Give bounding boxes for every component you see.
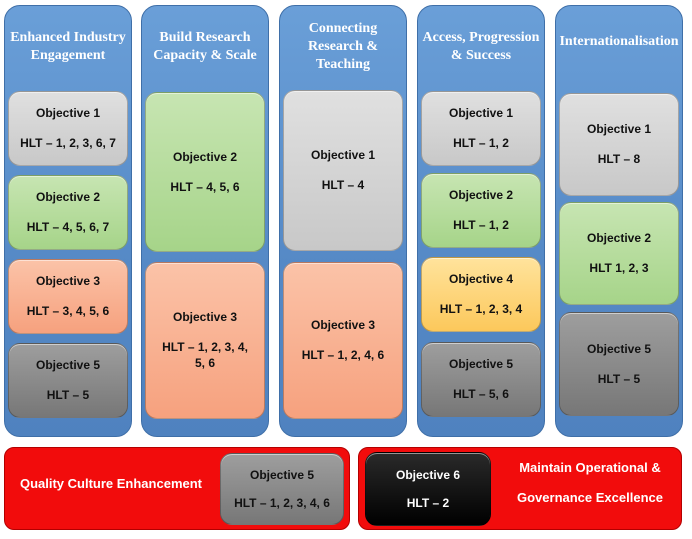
objective-box: Objective 2 HLT – 4, 5, 6 [145,92,265,252]
column-research-capacity: Build Research Capacity & Scale Objectiv… [141,5,269,437]
hlt-label: HLT – 8 [597,152,641,166]
hlt-label: HLT – 4, 5, 6 [170,179,240,194]
column-internationalisation: Internationalisation Objective 1 HLT – 8… [555,5,683,437]
column-title: Access, Progression & Success [422,30,540,63]
hlt-label: HLT – 3, 4, 5, 6 [26,304,110,318]
objective-box: Objective 5 HLT – 1, 2, 3, 4, 6 [220,453,344,525]
objective-label: Objective 4 [448,272,514,286]
objective-box: Objective 3 HLT – 3, 4, 5, 6 [8,259,128,334]
column-title: Internationalisation [559,34,679,49]
objective-label: Objective 1 [310,148,376,162]
objective-box: Objective 2 HLT 1, 2, 3 [559,202,679,305]
hlt-label: HLT – 1, 2, 4, 6 [301,348,385,362]
objective-label: Objective 1 [448,106,514,120]
objective-box: Objective 6 HLT – 2 [365,452,491,526]
hlt-label: HLT – 1, 2, 3, 4 [439,302,523,316]
quality-culture-label: Quality Culture Enhancement [19,476,203,491]
objective-label: Objective 1 [586,122,652,136]
governance-label-line1: Maintain Operational & [519,460,661,475]
objective-box: Objective 4 HLT – 1, 2, 3, 4 [421,257,541,332]
objective-label: Objective 3 [35,274,101,288]
objective-box: Objective 5 HLT – 5 [8,343,128,418]
objective-label: Objective 2 [448,188,514,202]
objective-box: Objective 1 HLT – 8 [559,93,679,196]
objective-label: Objective 3 [172,310,238,324]
objective-box: Objective 1 HLT – 1, 2 [421,91,541,166]
hlt-label: HLT – 1, 2 [453,136,509,150]
objective-box: Objective 3 HLT – 1, 2, 3, 4, 5, 6 [145,262,265,419]
objective-label: Objective 2 [586,231,652,245]
hlt-label: HLT – 4, 5, 6, 7 [26,220,110,234]
hlt-label: HLT – 5, 6 [453,387,509,401]
column-title: Connecting Research & Teaching [307,21,379,72]
objective-label: Objective 5 [448,357,514,371]
column-title: Build Research Capacity & Scale [153,30,257,63]
hlt-label: HLT – 1, 2, 3, 6, 7 [20,136,116,150]
objective-box: Objective 1 HLT – 1, 2, 3, 6, 7 [8,91,128,166]
hlt-label: HLT – 4 [321,178,365,192]
objective-label: Objective 5 [249,467,315,482]
hlt-label: HLT – 2 [406,495,450,510]
quality-culture-bar: Quality Culture Enhancement Objective 5 … [4,447,350,530]
hlt-label: HLT – 1, 2, 3, 4, 5, 6 [162,340,248,370]
column-research-teaching: Connecting Research & Teaching Objective… [279,5,407,437]
objective-label: Objective 2 [172,149,238,164]
governance-label-line2: Governance Excellence [517,490,663,505]
objective-box: Objective 2 HLT – 1, 2 [421,173,541,248]
column-access-progression: Access, Progression & Success Objective … [417,5,545,437]
objective-box: Objective 2 HLT – 4, 5, 6, 7 [8,175,128,250]
objective-label: Objective 5 [586,341,652,356]
objective-label: Objective 3 [310,318,376,332]
objective-box: Objective 3 HLT – 1, 2, 4, 6 [283,262,403,419]
objective-box: Objective 1 HLT – 4 [283,90,403,251]
hlt-label: HLT – 1, 2 [453,218,509,232]
column-industry-engagement: Enhanced Industry Engagement Objective 1… [4,5,132,437]
hlt-label: HLT – 5 [46,388,90,402]
hlt-label: HLT 1, 2, 3 [589,261,649,275]
column-title: Enhanced Industry Engagement [10,30,126,63]
hlt-label: HLT – 1, 2, 3, 4, 6 [234,495,330,510]
objective-box: Objective 5 HLT – 5, 6 [421,342,541,417]
objective-label: Objective 6 [395,467,461,482]
objective-label: Objective 5 [35,358,101,372]
objective-box: Objective 5 HLT – 5 [559,312,679,416]
hlt-label: HLT – 5 [597,371,641,386]
objective-label: Objective 2 [35,190,101,204]
governance-bar: Objective 6 HLT – 2 Maintain Operational… [358,447,682,530]
objective-label: Objective 1 [35,106,101,120]
